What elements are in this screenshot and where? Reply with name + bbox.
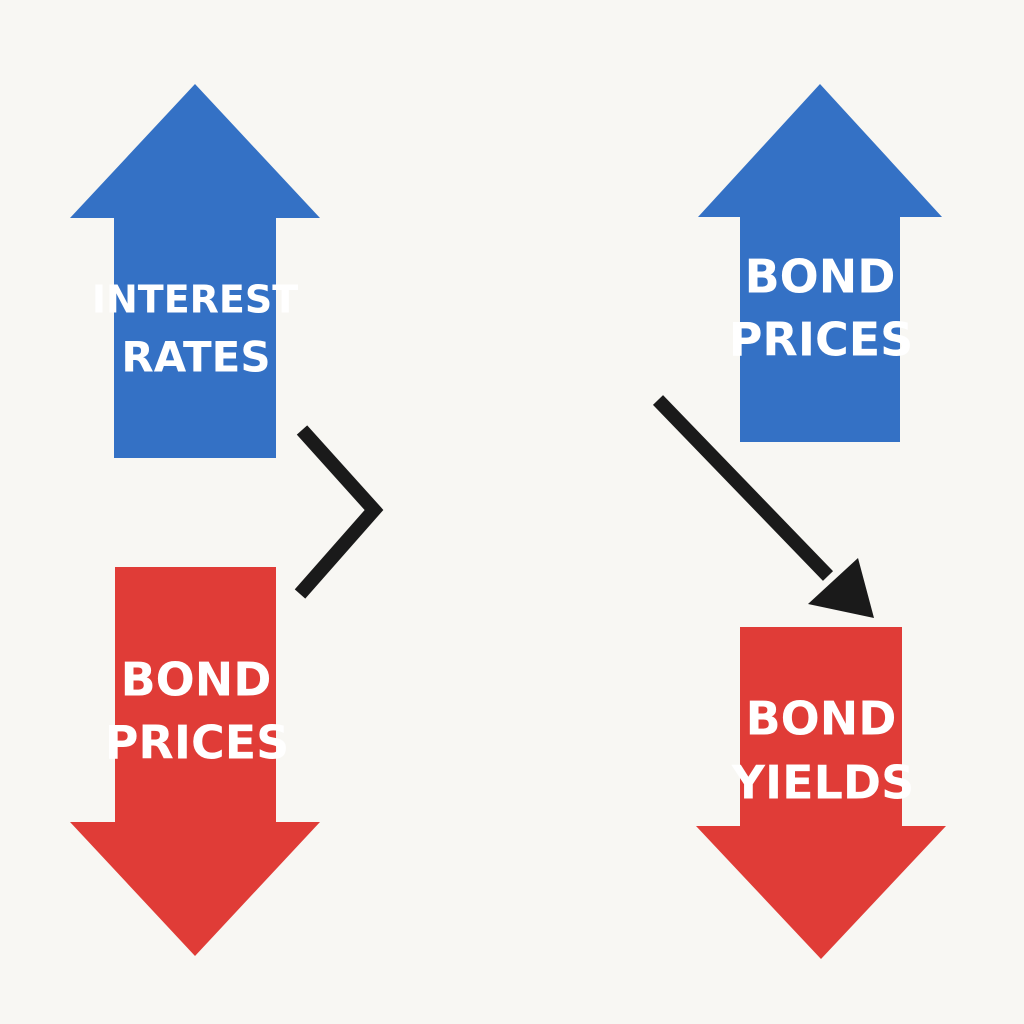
bond-prices-down-label-line2: PRICES [105,716,290,770]
bond-prices-up-label-line1: BOND [745,250,896,304]
up-arrow-shape [70,84,320,458]
bond-yields-down-arrow: BOND YIELDS [696,627,946,959]
bond-yields-label-line2: YIELDS [731,756,914,810]
diagonal-arrow-head [808,558,874,618]
interest-rates-up-arrow: INTEREST RATES [70,84,320,458]
chevron-right-icon [294,425,384,599]
down-arrow-shape [70,567,320,956]
bond-yields-label-line1: BOND [746,692,897,746]
bond-prices-up-label-line2: PRICES [729,313,914,367]
bond-prices-up-arrow: BOND PRICES [698,84,942,442]
diagonal-arrow-shaft [652,395,834,581]
interest-rates-label-line2: RATES [121,333,270,382]
bond-prices-down-arrow: BOND PRICES [70,567,320,956]
bond-prices-down-label-line1: BOND [121,653,272,707]
arrow-down-right-icon [652,395,874,618]
down-arrow-shape [696,627,946,959]
up-arrow-shape [698,84,942,442]
interest-rates-label-line1: INTEREST [92,278,298,322]
